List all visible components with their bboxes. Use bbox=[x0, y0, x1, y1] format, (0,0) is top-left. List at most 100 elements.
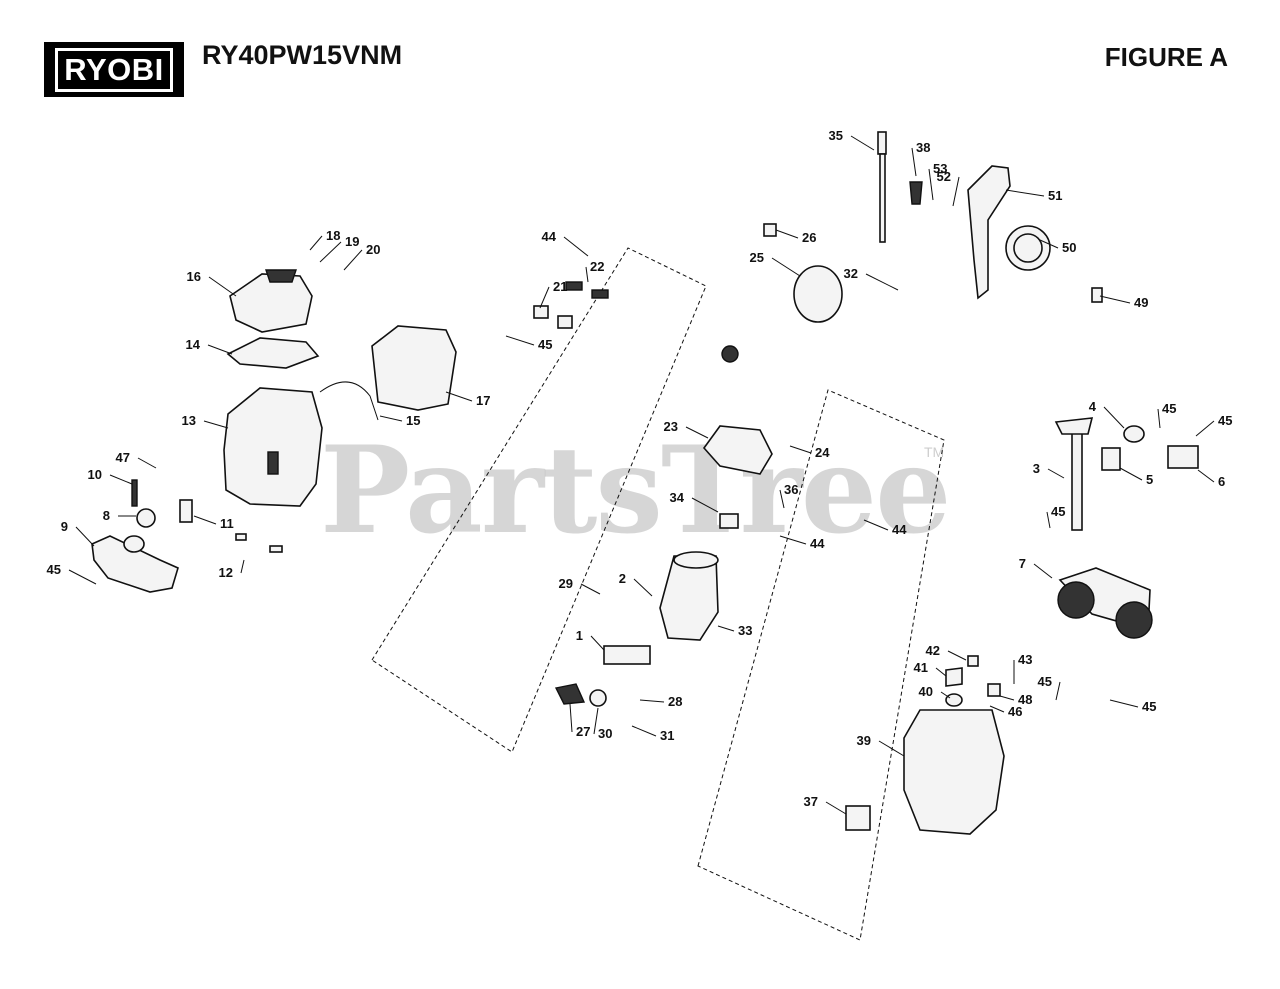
pump-bracket-part bbox=[603, 645, 651, 665]
callout-leader-line bbox=[68, 569, 97, 585]
fitting-part-48 bbox=[987, 683, 1001, 697]
part-callout-45: 45 bbox=[1162, 401, 1176, 416]
part-callout-26: 26 bbox=[802, 230, 816, 245]
callout-leader-line bbox=[569, 703, 573, 733]
part-callout-41: 41 bbox=[914, 660, 928, 675]
callout-leader-line bbox=[203, 420, 229, 429]
holder-part-6 bbox=[1167, 445, 1199, 469]
callout-leader-line bbox=[940, 691, 951, 699]
fitting-part-41 bbox=[945, 667, 963, 687]
part-callout-1: 1 bbox=[576, 628, 583, 643]
part-callout-45: 45 bbox=[1218, 413, 1232, 428]
callout-leader-line bbox=[505, 335, 535, 346]
callout-leader-line bbox=[850, 135, 875, 151]
callout-leader-line bbox=[779, 489, 785, 509]
part-callout-33: 33 bbox=[738, 623, 752, 638]
part-callout-50: 50 bbox=[1062, 240, 1076, 255]
wand-part bbox=[879, 153, 886, 243]
callout-leader-line bbox=[865, 273, 899, 291]
callout-leader-line bbox=[193, 515, 217, 525]
cover-seal-part bbox=[226, 337, 320, 369]
part-callout-16: 16 bbox=[187, 269, 201, 284]
part-callout-14: 14 bbox=[186, 337, 201, 352]
part-callout-6: 6 bbox=[1218, 474, 1225, 489]
nozzle-part bbox=[909, 181, 923, 205]
callout-leader-line bbox=[1119, 467, 1143, 481]
callout-leader-line bbox=[775, 229, 799, 239]
callout-leader-line bbox=[1099, 295, 1131, 304]
part-callout-40: 40 bbox=[919, 684, 933, 699]
base-assembly-group-outline bbox=[697, 389, 945, 941]
part-callout-44: 44 bbox=[542, 229, 557, 244]
callout-leader-line bbox=[1055, 681, 1061, 701]
part-callout-8: 8 bbox=[103, 508, 110, 523]
handle-cap-part bbox=[1123, 425, 1145, 443]
part-callout-49: 49 bbox=[1134, 295, 1148, 310]
part-callout-9: 9 bbox=[61, 519, 68, 534]
part-callout-11: 11 bbox=[220, 516, 234, 531]
part-callout-2: 2 bbox=[619, 571, 626, 586]
part-callout-44: 44 bbox=[892, 522, 907, 537]
part-callout-51: 51 bbox=[1048, 188, 1062, 203]
callout-leader-line bbox=[1103, 406, 1125, 429]
callout-leader-line bbox=[75, 526, 95, 547]
part-callout-42: 42 bbox=[926, 643, 940, 658]
part-callout-21: 21 bbox=[553, 279, 567, 294]
callout-leader-line bbox=[1047, 468, 1065, 479]
part-callout-3: 3 bbox=[1033, 461, 1040, 476]
part-callout-46: 46 bbox=[1008, 704, 1022, 719]
terminal-block-part bbox=[719, 513, 739, 529]
callout-leader-line bbox=[1197, 469, 1215, 483]
part-callout-5: 5 bbox=[1146, 472, 1153, 487]
callout-leader-line bbox=[1005, 189, 1045, 197]
callout-leader-line bbox=[935, 667, 947, 677]
part-callout-23: 23 bbox=[664, 419, 678, 434]
part-callout-13: 13 bbox=[182, 413, 196, 428]
part-callout-24: 24 bbox=[815, 445, 830, 460]
part-callout-45: 45 bbox=[47, 562, 61, 577]
handle-tube-part bbox=[1071, 431, 1083, 531]
callout-leader-line bbox=[109, 474, 133, 485]
part-callout-48: 48 bbox=[1018, 692, 1032, 707]
callout-leader-line bbox=[717, 625, 735, 632]
callout-leader-line bbox=[779, 535, 807, 545]
part-callout-10: 10 bbox=[88, 467, 102, 482]
battery-cover-latch-part bbox=[265, 269, 297, 283]
brand-logo-text: RYOBI bbox=[55, 47, 173, 92]
nut-part bbox=[1091, 287, 1103, 303]
part-callout-53: 53 bbox=[933, 161, 947, 176]
part-callout-37: 37 bbox=[804, 794, 818, 809]
switch-part-2 bbox=[591, 289, 609, 299]
callout-leader-line bbox=[343, 249, 363, 271]
part-callout-19: 19 bbox=[345, 234, 359, 249]
fitting-part-42 bbox=[967, 655, 979, 667]
tab-part bbox=[179, 499, 193, 523]
motor-pump-part bbox=[659, 555, 719, 641]
callout-leader-line bbox=[319, 241, 342, 263]
callout-leader-line bbox=[539, 286, 550, 309]
cable-part bbox=[319, 381, 379, 421]
callout-leader-line bbox=[1157, 408, 1161, 429]
callout-leader-line bbox=[593, 707, 599, 735]
inlet-fitting-part bbox=[763, 223, 777, 237]
part-callout-45: 45 bbox=[1038, 674, 1052, 689]
part-callout-25: 25 bbox=[750, 250, 764, 265]
callout-leader-line bbox=[952, 176, 960, 207]
callout-leader-line bbox=[989, 705, 1005, 713]
callout-leader-line bbox=[137, 457, 157, 469]
callout-leader-line bbox=[207, 344, 233, 355]
callout-leader-line bbox=[863, 519, 889, 531]
part-callout-32: 32 bbox=[844, 266, 858, 281]
callout-leader-line bbox=[585, 266, 589, 283]
callout-leader-line bbox=[691, 497, 719, 513]
part-callout-34: 34 bbox=[670, 490, 685, 505]
part-callout-45: 45 bbox=[1142, 699, 1156, 714]
part-callout-44: 44 bbox=[810, 536, 825, 551]
callout-leader-line bbox=[1109, 699, 1139, 708]
accessory-holder-part bbox=[1101, 447, 1121, 471]
watermark: PartsTree bbox=[320, 420, 951, 561]
callout-leader-line bbox=[563, 236, 589, 257]
small-tab-part-2 bbox=[269, 545, 283, 553]
